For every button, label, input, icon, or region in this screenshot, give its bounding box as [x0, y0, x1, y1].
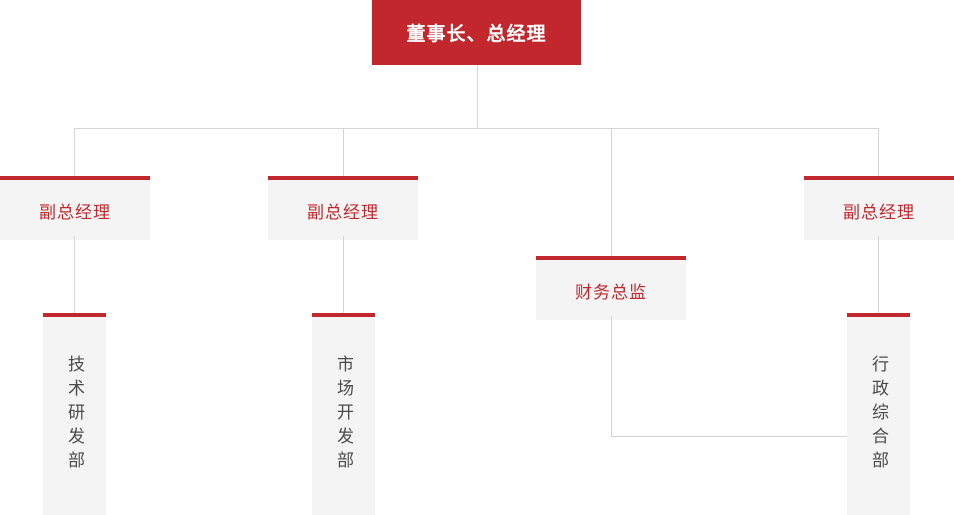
node-label: 市场开发部: [334, 355, 353, 475]
node-label: 财务总监: [575, 282, 647, 302]
connector-bus-to-vgm-2: [343, 128, 344, 180]
node-label: 董事长、总经理: [406, 24, 547, 45]
node-cfo[interactable]: 财务总监: [536, 256, 686, 320]
connector-level2-bus: [74, 128, 879, 129]
connector-root-vertical: [477, 65, 478, 128]
node-vice-general-manager-3[interactable]: 副总经理: [804, 176, 954, 240]
connector-cfo-to-admin-dept: [611, 436, 851, 437]
node-chairman-general-manager[interactable]: 董事长、总经理: [372, 0, 581, 65]
node-label: 副总经理: [307, 202, 379, 222]
connector-vgm3-to-admin-dept: [878, 236, 879, 313]
connector-vgm2-to-market-dept: [343, 236, 344, 313]
connector-vgm1-to-rd-dept: [74, 236, 75, 313]
node-department-admin[interactable]: 行政综合部: [847, 313, 910, 515]
node-vice-general-manager-1[interactable]: 副总经理: [0, 176, 150, 240]
node-label: 副总经理: [843, 202, 915, 222]
node-label: 技术研发部: [65, 355, 84, 475]
node-department-market[interactable]: 市场开发部: [312, 313, 375, 515]
node-department-rd[interactable]: 技术研发部: [43, 313, 106, 515]
connector-bus-to-vgm-3: [878, 128, 879, 180]
connector-cfo-down: [611, 316, 612, 436]
connector-bus-to-vgm-1: [74, 128, 75, 180]
node-vice-general-manager-2[interactable]: 副总经理: [268, 176, 418, 240]
connector-bus-to-cfo: [611, 128, 612, 260]
node-label: 行政综合部: [869, 355, 888, 475]
node-label: 副总经理: [39, 202, 111, 222]
